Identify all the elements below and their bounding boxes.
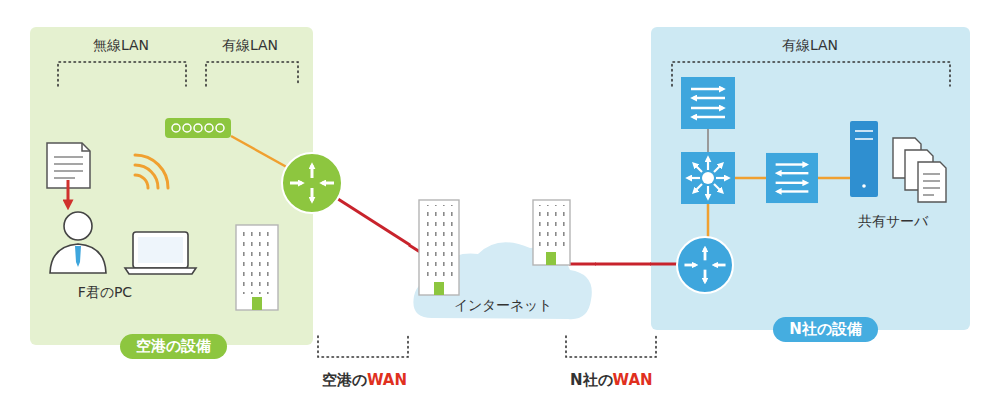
label-holder: WAN: [613, 370, 653, 389]
text-label: 有線LAN: [782, 37, 838, 55]
lan-wire: [231, 136, 292, 170]
server-icon: [850, 121, 878, 197]
site-label: 空港の設備: [120, 334, 227, 359]
server-icon: [855, 131, 873, 139]
server-icon: [862, 184, 866, 188]
building-icon: [236, 200, 570, 310]
server-icon: [850, 121, 878, 197]
text-label: F君のPC: [78, 284, 132, 302]
building-icon: [240, 230, 274, 294]
wifi-signal: [135, 175, 148, 188]
document-icon: [893, 138, 921, 178]
label-holder: 有線LAN: [782, 35, 838, 55]
switch-icon: [681, 77, 818, 204]
access-point: [172, 124, 180, 132]
building-icon: [434, 282, 444, 295]
document-icon: [47, 143, 90, 188]
laptop-icon: [138, 237, 183, 263]
cloud-label: インターネット: [454, 297, 552, 315]
router-icon: [290, 165, 334, 201]
building-icon: [423, 205, 455, 279]
text-label: 共有サーバ: [858, 213, 928, 231]
access-point: [216, 124, 224, 132]
switch-icon: [681, 152, 735, 204]
person-icon: [50, 212, 106, 273]
wifi-signal: [135, 155, 168, 188]
label-holder: WAN: [367, 370, 407, 389]
laptop-icon: [125, 232, 196, 274]
router-icon: [677, 237, 733, 293]
router-icon: [677, 237, 733, 293]
access-point: [205, 124, 213, 132]
wifi-signal: [135, 165, 158, 188]
person-icon: [75, 246, 81, 267]
wan-wire: [569, 263, 596, 266]
person-icon: [64, 212, 92, 240]
wan-wire: [650, 263, 680, 266]
access-point: [183, 124, 191, 132]
document-icon: [54, 157, 83, 178]
label-holder: 有線LAN: [222, 35, 278, 55]
switch-icon: [681, 77, 735, 129]
router-icon: [282, 153, 342, 213]
laptop-icon: [133, 232, 188, 268]
bracket: [206, 62, 298, 86]
document-icon: [923, 174, 940, 195]
text-label: 無線LAN: [93, 37, 149, 55]
site-panel: N社の設備: [651, 27, 970, 330]
text-label: 有線LAN: [222, 37, 278, 55]
building-icon: [236, 225, 278, 310]
cloud-fill: [413, 242, 591, 319]
document-icon: [47, 143, 90, 206]
wan-link: [595, 263, 651, 266]
document-icon: [82, 143, 90, 151]
text-label: WAN: [367, 371, 407, 389]
document-icon: [918, 162, 946, 202]
wifi-signal: [135, 155, 168, 188]
cloud-shape: インターネット: [410, 190, 595, 325]
document-icon: [67, 180, 70, 206]
laptop-icon: [125, 268, 196, 274]
lan-wire: [708, 178, 850, 238]
lan-wire: [707, 129, 709, 152]
building-icon: [533, 200, 570, 265]
switch-icon: [766, 153, 818, 203]
building-icon: [419, 200, 459, 295]
site-label: N社の設備: [773, 317, 878, 342]
label-holder: 無線LAN: [93, 35, 149, 55]
bracket: [566, 336, 656, 357]
text-label: WAN: [613, 371, 653, 389]
text-label: N社の: [570, 371, 613, 390]
building-icon: [252, 297, 262, 310]
wan-link: [313, 183, 410, 245]
person-icon: [50, 244, 106, 273]
access-point: [165, 118, 231, 138]
wan-wire: [409, 245, 428, 257]
bracket: [672, 62, 950, 86]
label-holder: F君のPC: [78, 282, 132, 302]
wan-wire: [409, 245, 680, 264]
access-point: [172, 124, 224, 132]
bracket: [58, 62, 950, 357]
building-icon: [537, 205, 566, 250]
site-panel: 空港の設備: [30, 27, 313, 345]
router-icon: [282, 153, 342, 213]
label-holder: 空港の: [322, 370, 367, 390]
bracket: [318, 336, 408, 357]
text-label: 空港の: [322, 371, 367, 390]
bracket: [58, 62, 186, 86]
router-icon: [684, 248, 725, 282]
access-point: [165, 118, 231, 138]
building-icon: [546, 252, 556, 265]
label-holder: N社の: [570, 370, 613, 390]
document-icon: [905, 150, 933, 190]
document-icon: [893, 138, 946, 202]
label-holder: 共有サーバ: [858, 211, 928, 231]
access-point: [194, 124, 202, 132]
lan-wire: [231, 129, 850, 238]
